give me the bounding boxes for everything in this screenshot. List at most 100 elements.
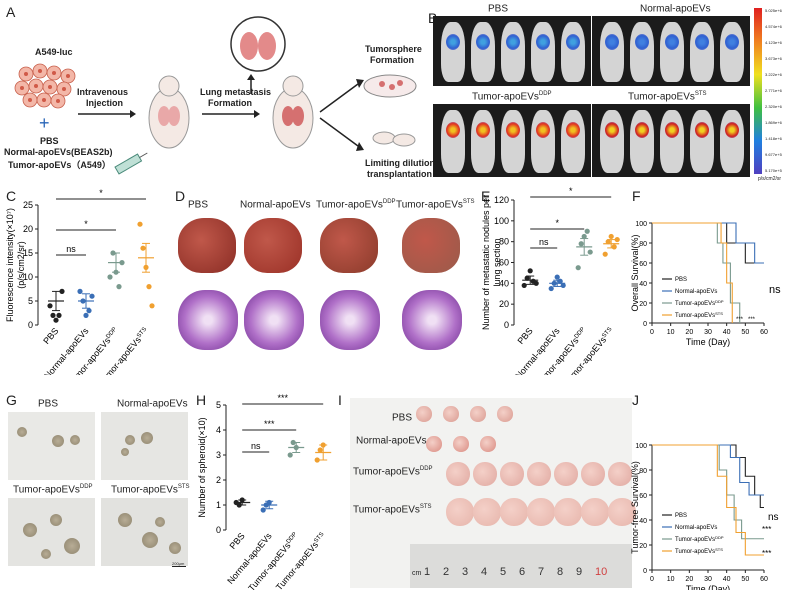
lung-label-ddp: Tumor-apoEVsDDP <box>316 199 396 211</box>
legend-sup: DDP <box>715 535 724 540</box>
legend-label: Normal-apoEVs <box>675 525 717 531</box>
tumor <box>608 462 632 486</box>
x-tick-sup: DDP <box>105 327 118 341</box>
data-point <box>137 221 143 227</box>
ruler-number: 5 <box>500 566 507 578</box>
ruler-number: 9 <box>576 566 583 578</box>
significance-label: *** <box>264 419 275 429</box>
legend-sup: DDP <box>715 299 724 304</box>
bioluminescence-signal <box>695 122 709 138</box>
y-tick-label: 20 <box>499 299 509 309</box>
data-point <box>611 244 617 250</box>
tumor-label-ddp: Tumor-apoEVsDDP <box>353 466 433 478</box>
mouse-silhouette <box>531 110 555 173</box>
x-tick-label: 30 <box>704 329 712 336</box>
lung-histology <box>178 290 238 350</box>
bioluminescence-signal <box>695 34 709 50</box>
panel-label-j: J <box>632 392 639 408</box>
split-arrows-icon <box>319 79 364 151</box>
x-tick-sup: STS <box>313 532 325 545</box>
y-tick-label: 100 <box>635 221 647 228</box>
x-tick-label: 0 <box>650 576 654 583</box>
significance-label: *** <box>277 393 288 403</box>
data-point <box>86 308 92 314</box>
y-axis-label: Fluorescence intensity(×10⁷) <box>5 208 15 322</box>
mouse-silhouette <box>630 110 654 173</box>
data-point <box>527 268 533 274</box>
out2-label: Limiting dilution <box>365 158 435 168</box>
sphere-label-pbs: PBS <box>38 398 59 410</box>
scale-bar-label: 200μm <box>172 561 185 566</box>
bioluminescence-signal <box>476 122 490 138</box>
scale-bar <box>172 566 186 567</box>
ivis-label-sts: Tumor-apoEVsSTS <box>628 91 707 103</box>
y-tick-label: 120 <box>494 195 509 205</box>
ivis-label-normal: Normal-apoEVs <box>640 3 711 15</box>
color-scale-tick: 3.673e+6 <box>765 56 782 61</box>
mouse-silhouette <box>600 22 624 82</box>
x-axis-label: Time (Day) <box>686 584 730 590</box>
data-point <box>146 284 152 290</box>
mouse-silhouette <box>600 110 624 173</box>
y-tick-label: 60 <box>639 493 647 500</box>
spheroid <box>41 549 51 559</box>
y-axis-label: Number of spheroid(×10) <box>197 417 207 517</box>
y-tick-label: 1 <box>216 500 221 510</box>
bioluminescence-signal <box>566 34 580 50</box>
data-point <box>548 285 554 292</box>
significance-label: * <box>84 219 88 229</box>
bioluminescence-signal <box>635 122 649 138</box>
ivis-label-ddp: Tumor-apoEVsDDP <box>472 91 552 103</box>
panel-label-b: B <box>428 10 437 26</box>
out1b-label: Formation <box>370 55 414 65</box>
bioluminescence-signal <box>725 122 739 138</box>
survival-curve <box>652 444 764 509</box>
spheroid <box>118 513 132 527</box>
color-scale-tick: 4.123e+6 <box>765 40 782 45</box>
data-point <box>587 249 593 255</box>
data-point <box>47 303 53 309</box>
arrow-up-icon <box>247 74 255 94</box>
x-tick-sup: DDP <box>286 532 299 546</box>
legend-label: Tumor-apoEVsDDP <box>675 299 724 307</box>
tumor-label-sts: Tumor-apoEVsSTS <box>353 504 432 516</box>
tumor <box>473 462 497 486</box>
mouse-silhouette <box>471 110 495 173</box>
tumor <box>527 498 555 526</box>
tumor <box>416 406 432 422</box>
tumor <box>527 462 551 486</box>
step1b-label: Injection <box>86 98 124 108</box>
x-tick-label: 10 <box>667 329 675 336</box>
panel-label-d: D <box>175 188 186 204</box>
significance-label: ns <box>66 244 76 254</box>
bioluminescence-signal <box>665 34 679 50</box>
y-tick-label: 60 <box>639 261 647 268</box>
ruler-number: 4 <box>481 566 488 578</box>
ruler-number: 1 <box>424 566 431 578</box>
spheroid <box>52 435 64 447</box>
tumor-label-pbs: PBS <box>392 412 413 424</box>
tumor <box>608 498 636 526</box>
y-tick-label: 40 <box>639 281 647 288</box>
tumor <box>500 498 528 526</box>
data-point <box>59 288 65 294</box>
spheroid <box>23 523 37 537</box>
bioluminescence-signal <box>566 122 580 138</box>
tumor <box>446 462 470 486</box>
y-tick-label: 0 <box>28 320 33 330</box>
y-tick-label: 5 <box>216 400 221 410</box>
x-tick-label: 10 <box>667 576 675 583</box>
legend-label: Tumor-apoEVsSTS <box>675 311 723 319</box>
survival-curve <box>652 444 764 556</box>
x-tick-label: 0 <box>650 329 654 336</box>
spheroid <box>141 432 153 444</box>
sphere-label-sts: Tumor-apoEVsSTS <box>111 484 190 496</box>
tumor <box>554 498 582 526</box>
data-point <box>260 507 266 513</box>
lung-histology <box>320 290 380 350</box>
arrow-icon <box>202 110 260 118</box>
mouse-silhouette <box>441 22 465 82</box>
mouse-silhouette <box>720 22 744 82</box>
